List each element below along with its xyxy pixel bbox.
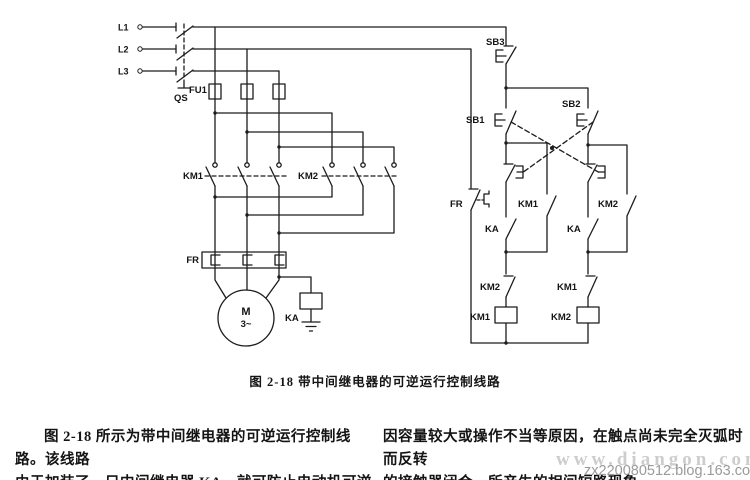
label-qs: QS — [174, 93, 188, 104]
fr-control-contact — [468, 188, 490, 211]
terminal-circle-icon — [137, 46, 143, 52]
watermark-diangon: www.diangon.com — [556, 449, 750, 470]
button-operator-icon — [576, 113, 585, 127]
label-km1-selfhold: KM1 — [518, 199, 539, 210]
terminal-circle-icon — [137, 24, 143, 30]
km1-interlock-contact — [585, 275, 598, 298]
km1-main-contacts — [204, 162, 290, 187]
motor-circle — [217, 289, 275, 347]
wiring — [142, 22, 637, 347]
thermal-relay-fr — [201, 251, 287, 269]
sb1-nc-contact — [585, 163, 606, 183]
label-km2-interlock: KM2 — [480, 282, 500, 293]
figure-caption: 图 2-18 带中间继电器的可逆运行控制线路 — [249, 375, 501, 389]
ka-contact-right — [587, 218, 599, 240]
label-sb2: SB2 — [562, 99, 580, 110]
km2-selfhold-branch — [587, 144, 628, 253]
label-km1-interlock: KM1 — [557, 282, 578, 293]
paragraph-right-column: 因容量较大或操作不当等原因，在触点尚未完全灭弧时而反转 的接触器闭合，所产生的相… — [383, 426, 747, 480]
fuse-icon — [272, 83, 286, 100]
label-l1: L1 — [118, 23, 129, 33]
label-l2: L2 — [118, 45, 129, 55]
paragraph-line: 因容量较大或操作不当等原因，在触点尚未完全灭弧时而反转 — [383, 429, 743, 468]
label-fr-main: FR — [186, 255, 199, 266]
label-ka-left: KA — [485, 224, 499, 235]
control-top-feed — [505, 87, 589, 109]
qs-switch — [175, 22, 194, 89]
paragraph-left-column: 图 2-18 所示为带中间继电器的可逆运行控制线路。该线路 由于加装了一只中间继… — [15, 426, 377, 480]
label-sb1: SB1 — [466, 115, 485, 126]
button-operator-icon — [495, 49, 504, 63]
paragraph-line: 的接触器闭合，所产生的相间短路现象。 — [383, 472, 747, 480]
label-fr-control: FR — [450, 199, 463, 210]
fr-heater-icon — [210, 254, 285, 266]
sb2-start-button — [576, 110, 599, 135]
km2-main-contacts — [321, 162, 400, 187]
fuses-fu1 — [208, 83, 286, 100]
label-motor: M — [241, 306, 250, 318]
km2-output-wires — [214, 185, 395, 234]
diagram-labels: L1 L2 L3 QS FU1 KM1 KM2 FR M 3~ KA SB3 S… — [118, 23, 618, 331]
circuit-diagram: L1 L2 L3 QS FU1 KM1 KM2 FR M 3~ KA SB3 S… — [118, 22, 637, 347]
fr-element-icon — [483, 190, 490, 208]
terminal-circle-icon — [137, 68, 143, 74]
sb3-stop-button — [495, 45, 517, 65]
label-fu1: FU1 — [189, 85, 208, 96]
km2-selfhold-contact — [626, 195, 637, 217]
label-km1-main: KM1 — [183, 171, 204, 182]
watermark-blog: zx220080512.blog.163.com — [584, 463, 750, 479]
km2-interlock-contact — [503, 275, 516, 298]
fuse-icon — [240, 83, 254, 100]
paragraph-line: 由于加装了一只中间继电器 KA，就可防止电动机可逆运行时 — [15, 472, 377, 480]
phase-verticals — [214, 26, 280, 164]
label-l3: L3 — [118, 67, 129, 77]
label-km2-coil: KM2 — [551, 312, 571, 323]
button-operator-icon — [515, 165, 524, 179]
interlock-cross-dashes — [510, 121, 601, 174]
km1-selfhold-contact — [546, 195, 557, 217]
ground-icon — [301, 321, 321, 332]
fuse-icon — [208, 83, 222, 100]
supply-line-l2 — [142, 48, 472, 344]
km1-coil-icon — [494, 306, 518, 324]
label-km2-selfhold: KM2 — [598, 199, 618, 210]
button-operator-icon — [597, 165, 606, 179]
km2-coil-icon — [576, 306, 600, 324]
ka-contact-left — [505, 218, 517, 240]
ka-coil-icon — [299, 292, 323, 310]
button-operator-icon — [494, 113, 503, 127]
paragraph-line: 图 2-18 所示为带中间继电器的可逆运行控制线路。该线路 — [15, 429, 351, 468]
label-km2-main: KM2 — [298, 171, 318, 182]
label-ka-coil: KA — [285, 313, 299, 324]
label-ka-right: KA — [567, 224, 581, 235]
km2-feed-wires — [214, 112, 395, 164]
km1-output-wires — [214, 185, 280, 253]
label-km1-coil: KM1 — [470, 312, 491, 323]
motor-leads — [214, 267, 280, 299]
supply-line-l1 — [142, 26, 507, 47]
label-motor-phases: 3~ — [241, 319, 252, 330]
sb2-nc-contact — [503, 163, 524, 183]
junction-dots — [213, 86, 590, 345]
ka-relay-branch — [278, 276, 323, 332]
label-sb3: SB3 — [486, 37, 504, 48]
